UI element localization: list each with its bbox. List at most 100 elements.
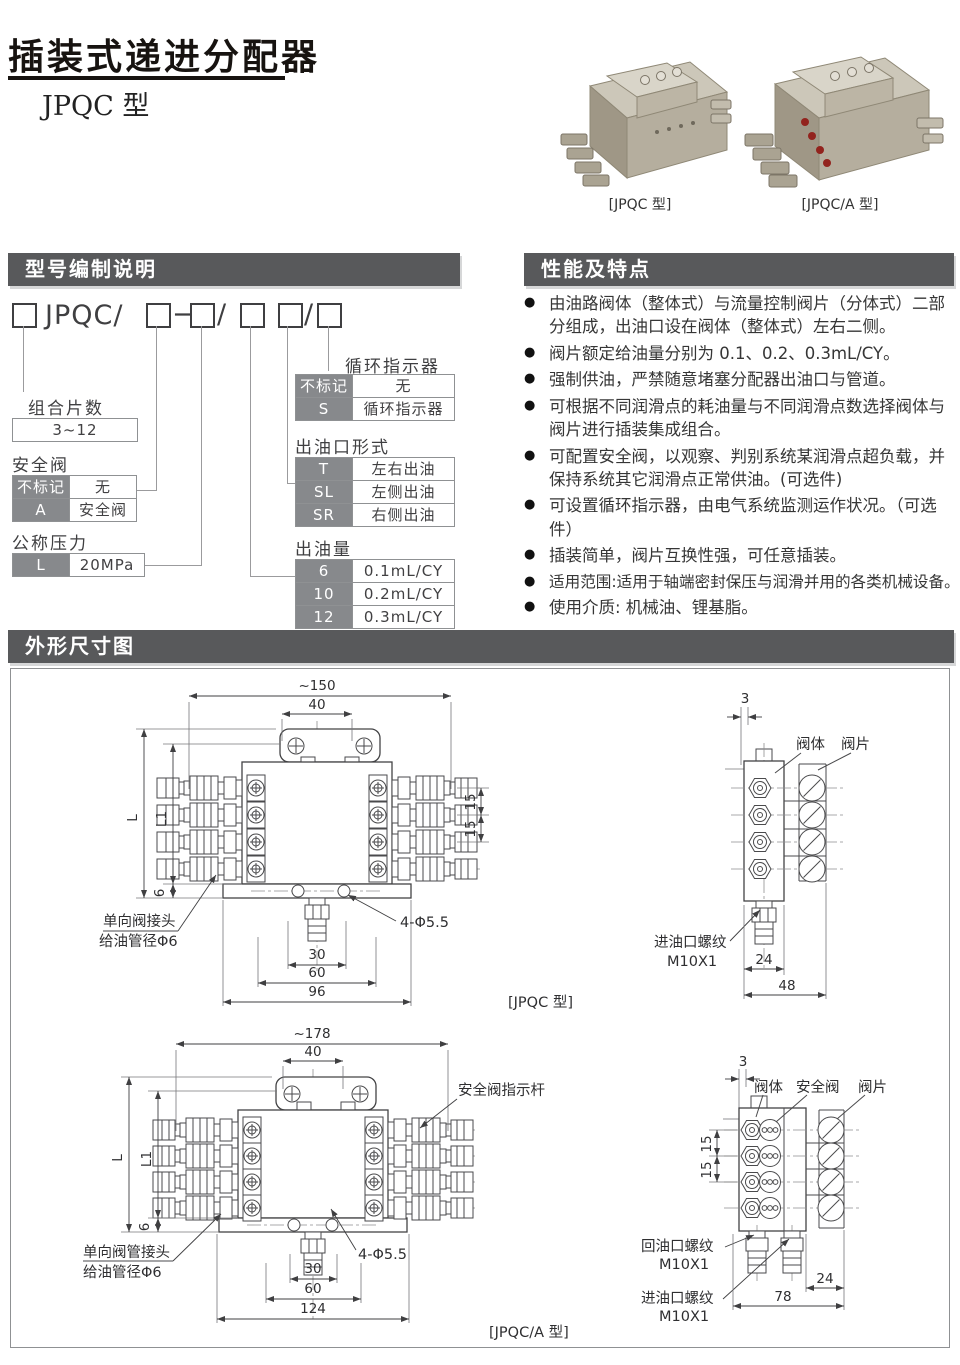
bullet-icon: ● (524, 573, 536, 589)
cell-code: 12 (296, 606, 353, 628)
bullet-icon: ● (524, 447, 536, 463)
bullet-icon: ● (524, 295, 536, 310)
page-title: 插装式递进分配器 (8, 37, 321, 78)
label-inlet-thread-size: M10X1 (659, 1309, 709, 1325)
cell-desc: 无 (70, 476, 136, 498)
feature-text: 可配置安全阀，以观察、判别系统某润滑点超负载，并保持系统其它润滑点正常供油。(可… (549, 446, 945, 489)
bullet-icon: ● (524, 397, 536, 413)
cell-desc: 0.1mL/CY (353, 560, 454, 582)
caption-jpqc: [JPQC 型] (508, 994, 573, 1011)
jpqc-front-view: ~150 40 L L1 6 15 15 30 (99, 678, 573, 1011)
dim-48: 48 (778, 978, 795, 994)
dim-40: 40 (304, 1044, 321, 1060)
cell-desc: 20MPa (70, 554, 144, 576)
product-photo-jpqc (545, 48, 735, 200)
cell-code: SR (296, 504, 353, 526)
feature-item: ● 强制供油，严禁随意堵塞分配器出油口与管道。 (524, 368, 960, 391)
photo-jpqc-illustration (560, 61, 732, 187)
table-label-output: 出油量 (295, 540, 352, 560)
feature-item: ●插装简单，阀片互换性强，可任意插装。 (524, 544, 960, 567)
label-check-valve-1: 单向阀管接头 (83, 1244, 170, 1261)
dim-30: 30 (308, 947, 325, 963)
dim-L1: L1 (154, 811, 170, 827)
cell-desc: 左右出油 (353, 458, 454, 480)
dim-24: 24 (755, 952, 772, 968)
feature-text: 适用范围:适用于轴端密封保压与润滑并用的各类机械设备。 (549, 572, 960, 591)
bullet-icon: ● (524, 371, 536, 387)
feature-item: ●使用介质: 机械油、锂基脂。 (524, 596, 960, 619)
label-valve-plate: 阀片 (841, 736, 870, 753)
cell-code: 10 (296, 583, 353, 605)
code-box-2 (146, 303, 171, 328)
code-prefix: JPQC/ (45, 300, 124, 331)
label-check-valve-2: 给油管径Φ6 (99, 933, 178, 950)
cell-code: 6 (296, 560, 353, 582)
feature-text: 强制供油，严禁随意堵塞分配器出油口与管道。 (549, 370, 896, 390)
feature-text: 可设置循环指示器，由电气系统监测运作状况。（可选件） (549, 496, 937, 539)
dim-40: 40 (308, 697, 325, 713)
code-line-1 (23, 326, 24, 392)
photo-caption-jpqca: [JPQC/A 型] (801, 197, 879, 213)
feature-item: ●阀片额定给油量分别为 0.1、0.2、0.3mL/CY。 (524, 342, 960, 365)
table-row: 不标记无 (296, 375, 454, 397)
code-box-6 (317, 303, 342, 328)
table-label-pressure: 公称压力 (12, 534, 88, 554)
dim-L1: L1 (139, 1151, 155, 1167)
dim-150: ~150 (298, 678, 335, 694)
code-line-4 (250, 326, 251, 576)
label-inlet-thread: 进油口螺纹 (654, 934, 727, 951)
cell-code: L (13, 554, 70, 576)
code-line-3 (201, 326, 202, 566)
dim-24: 24 (816, 1271, 833, 1287)
cell-pieces-value: 3~12 (13, 419, 137, 441)
table-label-outlet: 出油口形式 (295, 438, 390, 458)
label-valve-body: 阀体 (754, 1079, 783, 1096)
cell-code: 不标记 (296, 375, 353, 397)
title-underline (8, 76, 285, 80)
table-label-pieces: 组合片数 (28, 399, 104, 419)
code-line-5h (287, 483, 295, 484)
jpqc-side-view: 3 阀体 阀片 进油口螺纹 M10X1 (654, 691, 870, 999)
section-header-features: 性能及特点 (524, 253, 954, 286)
bullet-icon: ● (524, 547, 536, 563)
dim-3: 3 (739, 1054, 748, 1070)
cell-desc: 左侧出油 (353, 481, 454, 503)
table-label-indicator: 循环指示器 (345, 357, 440, 377)
label-return-thread-size: M10X1 (659, 1257, 709, 1273)
dim-L: L (110, 1154, 126, 1162)
label-4-holes: 4-Φ5.5 (358, 1247, 407, 1263)
section-header-model: 型号编制说明 (8, 253, 460, 286)
label-inlet-thread-size: M10X1 (667, 954, 717, 970)
photo-jpqca-illustration (744, 56, 944, 188)
code-line-6 (328, 326, 329, 371)
cell-code: S (296, 398, 353, 420)
label-check-valve-2: 给油管径Φ6 (83, 1264, 162, 1281)
code-line-4h (250, 576, 295, 577)
cell-desc: 右侧出油 (353, 504, 454, 526)
cell-desc: 无 (353, 375, 454, 397)
code-line-2 (156, 326, 157, 491)
feature-item: ●可设置循环指示器，由电气系统监测运作状况。（可选件） (524, 494, 960, 541)
code-line-3h (144, 565, 201, 566)
jpqc-dimension-drawing: ~150 40 L L1 6 15 15 30 (83, 678, 887, 1341)
dim-96: 96 (308, 984, 325, 1000)
feature-text: 可根据不同润滑点的耗油量与不同润滑点数选择阀体与阀片进行插装集成组合。 (549, 396, 945, 440)
bullet-icon: ● (524, 598, 536, 614)
label-inlet-thread: 进油口螺纹 (641, 1290, 714, 1307)
cell-desc: 循环指示器 (353, 398, 454, 420)
bullet-icon: ● (524, 344, 536, 360)
label-4-holes: 4-Φ5.5 (400, 915, 449, 931)
code-box-3 (190, 303, 215, 328)
cell-code: 不标记 (13, 476, 70, 498)
jpqca-side-view: 3 15 15 阀体 (641, 1054, 887, 1325)
caption-jpqca: [JPQC/A 型] (489, 1324, 569, 1341)
